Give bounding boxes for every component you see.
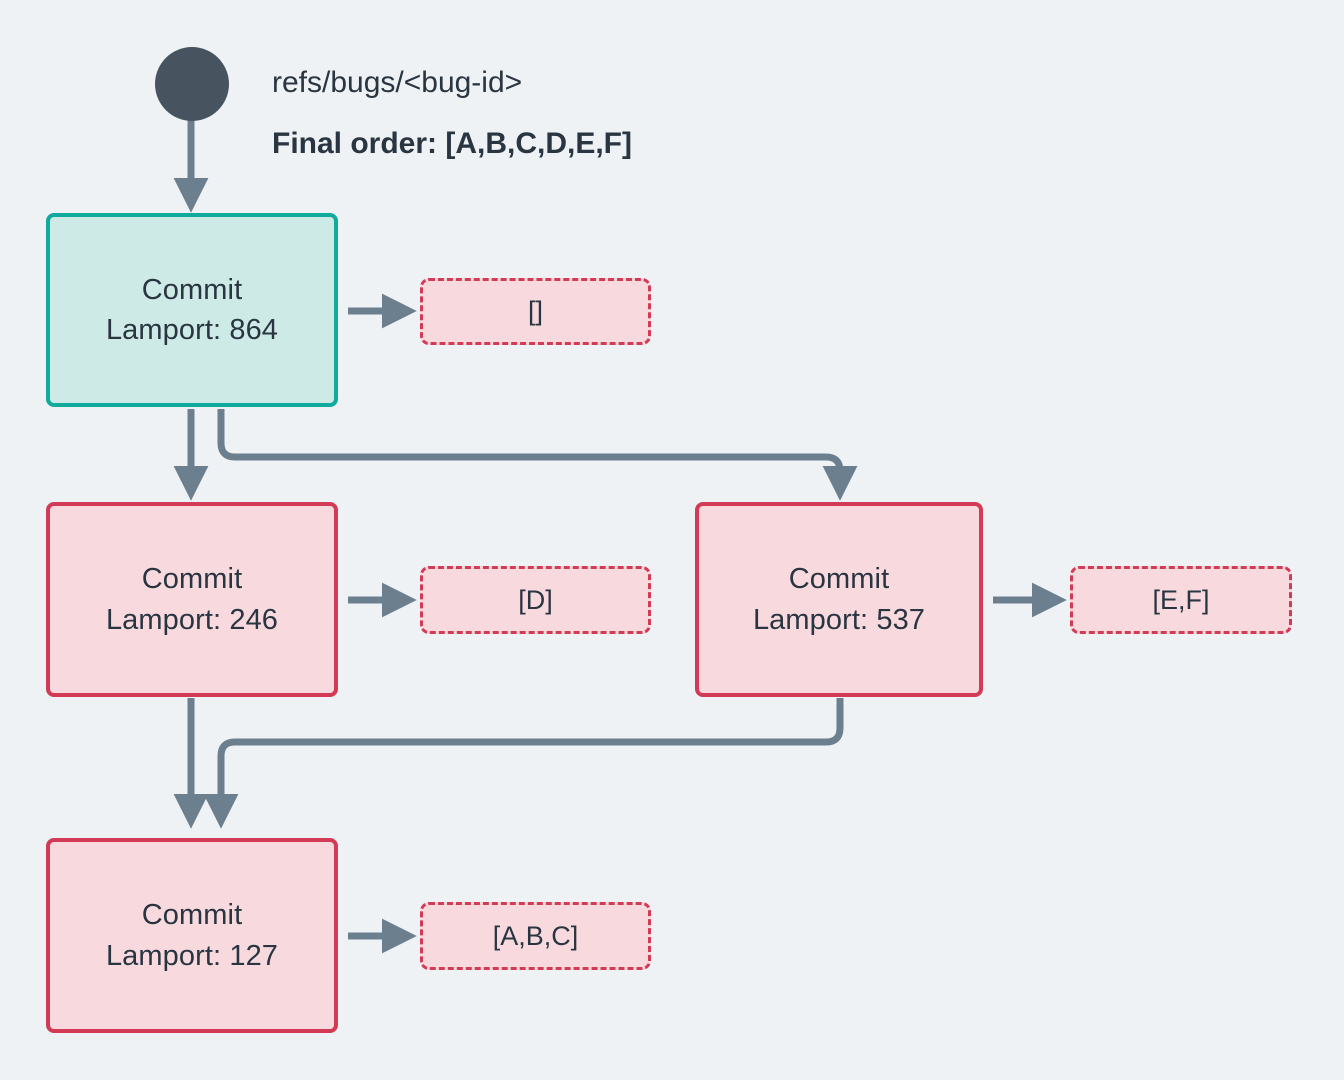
tag-box-246[interactable]: [D] [420,566,651,634]
tag-box-537[interactable]: [E,F] [1070,566,1292,634]
commit-node-864[interactable]: Commit Lamport: 864 [46,213,338,407]
commit-node-127-title: Commit [141,899,243,932]
tag-box-127-text: [A,B,C] [492,920,579,951]
tag-box-864[interactable]: [] [420,278,651,345]
commit-node-127[interactable]: Commit Lamport: 127 [46,838,338,1033]
tag-box-537-text: [E,F] [1152,584,1210,615]
final-order-label: Final order: [A,B,C,D,E,F] [272,127,632,160]
commit-node-246-title: Commit [141,563,243,596]
commit-node-127-lamport: Lamport: 127 [105,939,279,972]
commit-node-537-lamport: Lamport: 537 [752,603,926,636]
edge-537-to-127 [203,698,844,829]
commit-node-864-lamport: Lamport: 864 [105,314,279,346]
ref-label: refs/bugs/<bug-id> [272,66,523,99]
commit-node-537-title: Commit [788,563,890,596]
commit-node-246[interactable]: Commit Lamport: 246 [46,502,338,697]
commit-node-537[interactable]: Commit Lamport: 537 [695,502,983,697]
tag-box-864-text: [] [527,296,543,326]
tag-box-246-text: [D] [518,584,553,615]
commit-node-864-title: Commit [141,273,243,306]
commit-node-246-lamport: Lamport: 246 [105,603,279,636]
edge-864-to-537 [217,409,858,501]
tag-box-127[interactable]: [A,B,C] [420,902,651,970]
start-dot[interactable] [155,47,229,121]
